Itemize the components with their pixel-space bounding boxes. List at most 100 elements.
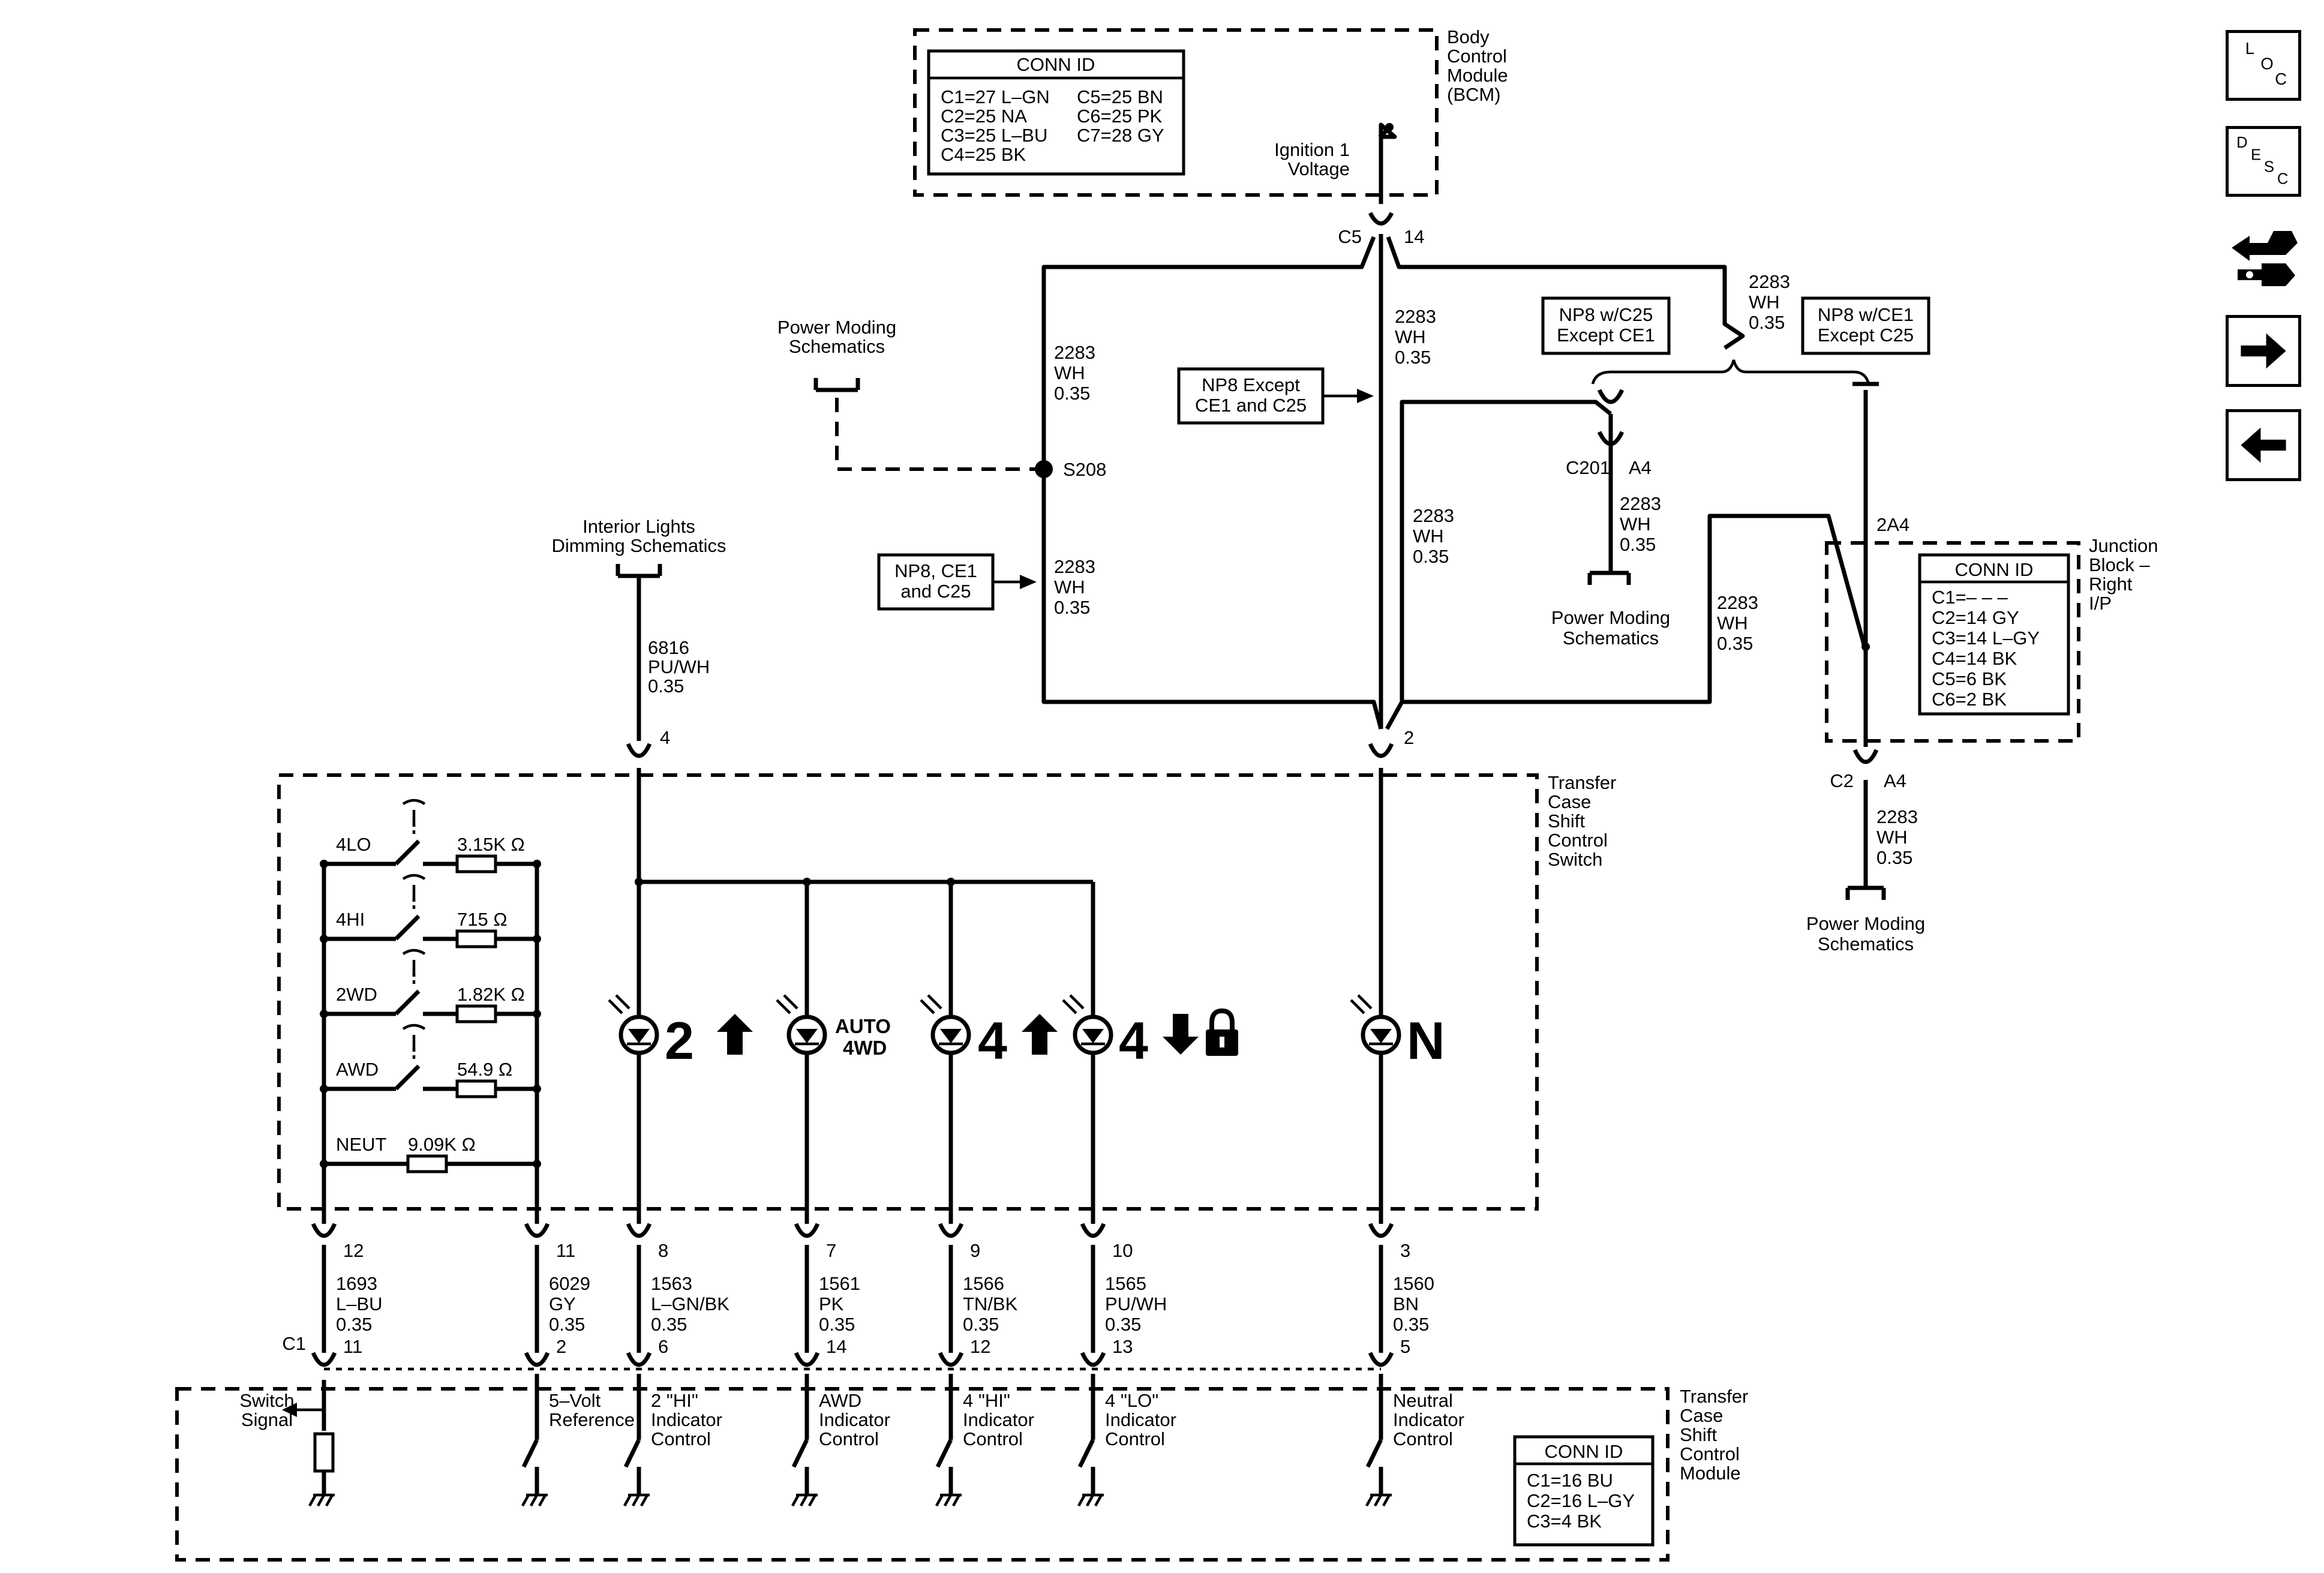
svg-text:0.35: 0.35 (1054, 383, 1090, 404)
body-control-module: Body Control Module (BCM) CONN ID C1=27 … (913, 26, 1508, 204)
s208-label: S208 (1063, 459, 1106, 480)
svg-text:0.35: 0.35 (648, 676, 684, 697)
power-moding-3-l2: Schematics (1818, 933, 1914, 954)
up-arrow-icon (1022, 1014, 1058, 1055)
svg-text:WH: WH (1876, 827, 1908, 848)
input-label: Signal (241, 1409, 293, 1430)
input-label: Control (963, 1428, 1023, 1449)
bcm-title-3: Module (1447, 65, 1508, 86)
svg-text:CONN ID: CONN ID (1545, 1441, 1623, 1462)
svg-text:Transfer: Transfer (1680, 1386, 1748, 1407)
power-moding-1-l1: Power Moding (777, 317, 896, 338)
resistor (455, 854, 497, 873)
up-arrow-icon (717, 1014, 753, 1055)
bcm-title-2: Control (1447, 46, 1507, 67)
svg-text:C7=28 GY: C7=28 GY (1077, 125, 1164, 146)
module-conn-id-table: CONN ID C1=16 BU C2=16 L–GY C3=4 BK (1513, 1435, 1655, 1547)
wire-label-center-lower: 2283 WH 0.35 (1413, 505, 1454, 567)
lock-icon (1206, 1008, 1238, 1056)
svg-text:4: 4 (978, 1011, 1007, 1070)
pin-connector (626, 1352, 652, 1367)
svg-text:NP8 w/C25: NP8 w/C25 (1559, 304, 1653, 325)
bcm-title-1: Body (1447, 26, 1490, 47)
svg-text:Block –: Block – (2089, 554, 2150, 575)
pin-connector (1368, 1223, 1394, 1238)
previous-page-button[interactable] (2226, 409, 2301, 481)
a4-top-label: A4 (1629, 457, 1652, 478)
resistor (455, 1004, 497, 1023)
down-arrow-icon (1163, 1014, 1199, 1055)
svg-text:Module: Module (1680, 1463, 1741, 1484)
svg-text:0.35: 0.35 (1054, 597, 1090, 618)
svg-text:0.35: 0.35 (1395, 347, 1431, 368)
led-icon (608, 994, 659, 1055)
input-label: Neutral (1393, 1390, 1453, 1411)
jb-2a4-label: 2A4 (1876, 514, 1909, 535)
wire-label-jb-in: 2283 WH 0.35 (1717, 592, 1758, 654)
wire-label-splice-upper: 2283 WH 0.35 (1054, 342, 1095, 404)
description-icon: D E S C (2236, 134, 2288, 187)
wire-size: 0.35 (1393, 1314, 1429, 1335)
top-pin-label: 11 (556, 1240, 575, 1261)
svg-text:0.35: 0.35 (1413, 546, 1449, 567)
wire-color: PU/WH (1105, 1293, 1167, 1314)
c201-connector (1597, 431, 1625, 446)
indicator-neutral: N (1407, 1011, 1445, 1070)
svg-text:C6=25 PK: C6=25 PK (1077, 106, 1163, 127)
svg-text:I/P: I/P (2089, 593, 2112, 614)
input-label: Control (1393, 1428, 1453, 1449)
wire-label-c201-down: 2283 WH 0.35 (1620, 493, 1661, 555)
np8-c25-box: NP8 w/C25 Except CE1 (1541, 296, 1671, 355)
pin-connector (938, 1223, 964, 1238)
mode-label: AWD (336, 1059, 379, 1080)
svg-text:CE1 and C25: CE1 and C25 (1195, 395, 1307, 416)
indicator-leds (608, 994, 1401, 1055)
desc-button[interactable]: D E S C (2226, 126, 2301, 197)
jb-node (1861, 643, 1870, 651)
led-icon (1062, 994, 1113, 1055)
component-locator-icon: L O C (2245, 39, 2287, 88)
connector-icon (2232, 231, 2298, 286)
svg-text:0.35: 0.35 (1620, 534, 1656, 555)
wire-label-dimming: 6816 PU/WH 0.35 (648, 637, 710, 697)
pin-connector (1080, 1352, 1106, 1367)
connector-button[interactable] (2226, 219, 2301, 290)
svg-text:Switch: Switch (1548, 849, 1602, 870)
top-pin-label: 7 (826, 1240, 836, 1261)
np8-ce1-c25-box: NP8, CE1 and C25 (877, 553, 1037, 611)
wire-size: 0.35 (336, 1314, 372, 1335)
circuit-number: 1693 (336, 1273, 377, 1294)
loc-button[interactable]: L O C (2226, 30, 2301, 101)
resistance-label: 9.09K Ω (408, 1134, 476, 1155)
svg-text:C6=2 BK: C6=2 BK (1932, 689, 2007, 710)
svg-text:2: 2 (665, 1011, 694, 1070)
resistance-label: 1.82K Ω (457, 984, 525, 1005)
next-page-button[interactable] (2226, 315, 2301, 387)
svg-text:2283: 2283 (1749, 271, 1790, 292)
circuit-number: 1565 (1105, 1273, 1146, 1294)
led-icon (776, 994, 827, 1055)
svg-text:L: L (2245, 39, 2254, 58)
svg-text:NP8, CE1: NP8, CE1 (894, 560, 977, 581)
transfer-case-module: Transfer Case Shift Control Module CONN … (175, 1333, 1748, 1562)
wire-color: GY (549, 1293, 576, 1314)
interior-lights-l2: Dimming Schematics (551, 535, 726, 556)
led-icon (920, 994, 971, 1055)
circuit-number: 1566 (963, 1273, 1004, 1294)
resistance-label: 54.9 Ω (457, 1059, 512, 1080)
input-label: 5–Volt (549, 1390, 601, 1411)
bottom-pin-label: 6 (658, 1336, 668, 1357)
svg-text:2283: 2283 (1620, 493, 1661, 514)
svg-text:WH: WH (1717, 613, 1748, 634)
svg-text:S: S (2264, 158, 2274, 175)
pin-connector (311, 1223, 337, 1238)
pin-2-label: 2 (1404, 727, 1414, 748)
interior-lights-l1: Interior Lights (582, 516, 695, 537)
circuit-number: 6029 (549, 1273, 590, 1294)
input-label: 2 "HI" (651, 1390, 698, 1411)
